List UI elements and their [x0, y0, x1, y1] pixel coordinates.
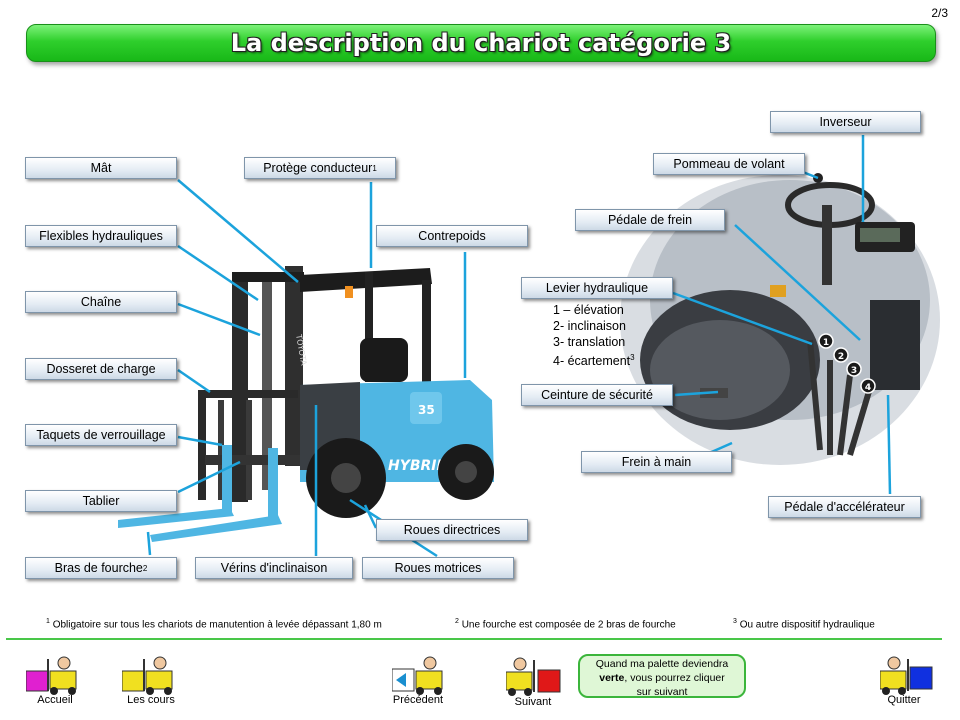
- label-pedale-accelerateur: Pédale d'accélérateur: [768, 496, 921, 518]
- label-mat: Mât: [25, 157, 177, 179]
- label-frein-main: Frein à main: [581, 451, 732, 473]
- lever-number-3: 3: [851, 366, 857, 376]
- model-number: 35: [418, 403, 435, 417]
- label-ceinture: Ceinture de sécurité: [521, 384, 673, 406]
- label-pommeau: Pommeau de volant: [653, 153, 805, 175]
- lever-number-badges: 1 2 3 4: [818, 333, 876, 394]
- label-contrepoids: Contrepoids: [376, 225, 528, 247]
- footnote-2: 2 Une fourche est composée de 2 bras de …: [455, 618, 676, 631]
- hydraulic-item: 4- écartement3: [553, 353, 635, 369]
- label-roues-directrices: Roues directrices: [376, 519, 528, 541]
- home-label[interactable]: Accueil: [37, 694, 73, 706]
- label-dosseret: Dosseret de charge: [25, 358, 177, 380]
- next-label[interactable]: Suivant: [514, 696, 552, 708]
- hydraulic-item: 2- inclinaison: [553, 319, 626, 333]
- label-verins: Vérins d'inclinaison: [195, 557, 353, 579]
- home-button[interactable]: [25, 655, 96, 707]
- previous-button[interactable]: [391, 655, 462, 707]
- lever-number-4: 4: [865, 383, 871, 393]
- label-levier-hydraulique: Levier hydraulique: [521, 277, 673, 299]
- label-roues-motrices: Roues motrices: [362, 557, 514, 579]
- label-inverseur: Inverseur: [770, 111, 921, 133]
- label-taquets: Taquets de verrouillage: [25, 424, 177, 446]
- courses-label[interactable]: Les cours: [127, 694, 175, 706]
- hydraulic-item: 1 – élévation: [553, 303, 624, 317]
- forklift-previous-icon: [391, 656, 443, 695]
- previous-label[interactable]: Précédent: [392, 694, 444, 706]
- forklift-next-icon: [505, 657, 561, 696]
- label-flexibles-hydrauliques: Flexibles hydrauliques: [25, 225, 177, 247]
- page-indicator: 2/3: [931, 6, 948, 20]
- lever-number-1: 1: [823, 338, 829, 348]
- forklift-illustration: 35 HYBRID TOYOTA: [118, 266, 494, 542]
- footnote-1: 1 Obligatoire sur tous les chariots de m…: [46, 618, 382, 631]
- title-bar: La description du chariot catégorie 3: [26, 24, 936, 62]
- hydraulic-functions-list: 1 – élévation 2- inclinaison 3- translat…: [553, 302, 635, 369]
- footer-separator: [6, 638, 942, 640]
- instruction-bubble: Quand ma palette deviendra verte, vous p…: [578, 654, 746, 698]
- quit-label[interactable]: Quitter: [887, 694, 921, 706]
- page-title: La description du chariot catégorie 3: [230, 29, 732, 57]
- forklift-courses-icon: [121, 656, 173, 695]
- label-pedale-frein: Pédale de frein: [575, 209, 725, 231]
- label-tablier: Tablier: [25, 490, 177, 512]
- hydraulic-item: 3- translation: [553, 335, 626, 349]
- forklift-home-icon: [25, 656, 77, 695]
- courses-button[interactable]: [121, 655, 192, 707]
- next-button[interactable]: [505, 656, 576, 708]
- footnote-3: 3 Ou autre dispositif hydraulique: [733, 618, 875, 631]
- forklift-quit-icon: [879, 656, 933, 695]
- hybrid-badge: HYBRID: [388, 458, 448, 474]
- lever-number-2: 2: [838, 352, 844, 362]
- label-chaine: Chaîne: [25, 291, 177, 313]
- quit-button[interactable]: [879, 655, 950, 707]
